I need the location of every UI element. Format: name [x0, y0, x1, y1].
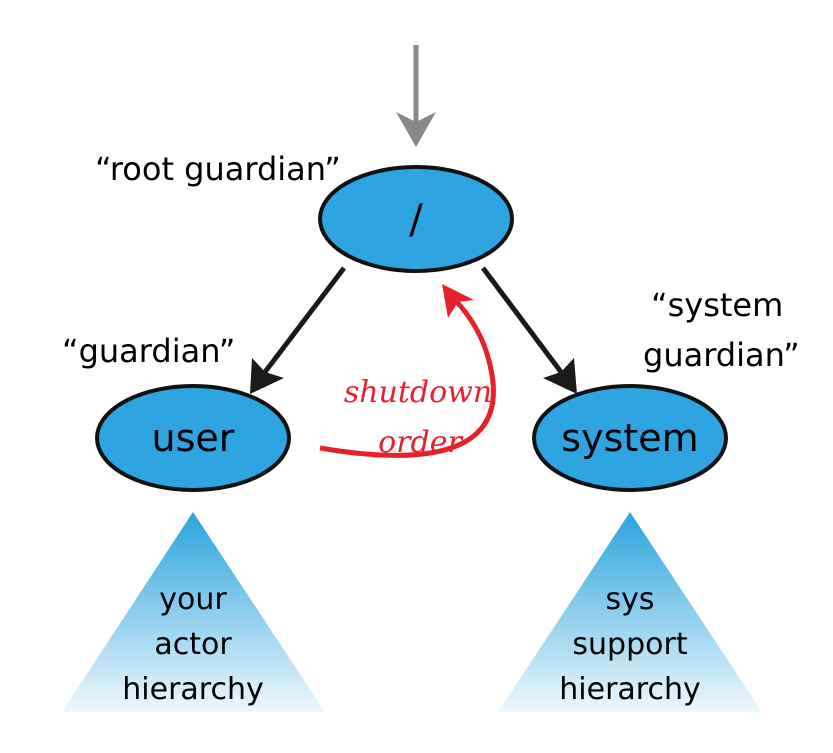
user-hierarchy-line2: actor: [154, 627, 232, 662]
system-guardian-caption-line1: “system: [651, 286, 783, 324]
system-hierarchy-line2: support: [572, 627, 687, 662]
system-node: [532, 384, 728, 492]
user-hierarchy-line1: your: [159, 582, 227, 617]
shutdown-order-label-line2: order: [378, 425, 463, 460]
user-hierarchy-line3: hierarchy: [122, 672, 263, 707]
user-node-label: user: [152, 416, 235, 460]
root-guardian-caption: “root guardian”: [95, 150, 341, 188]
system-hierarchy-line1: sys: [605, 582, 654, 617]
root-node-label: /: [409, 197, 423, 243]
incoming-arrow: [396, 45, 436, 147]
root-node: [318, 165, 514, 273]
system-guardian-caption-line2: guardian”: [643, 336, 800, 374]
system-hierarchy-line3: hierarchy: [559, 672, 700, 707]
root-to-system-arrow: [481, 266, 577, 394]
user-node: [95, 384, 291, 492]
shutdown-order-arrow: [319, 284, 496, 458]
shutdown-order-label-line1: shutdown: [344, 375, 492, 410]
user-hierarchy-triangle: [62, 512, 325, 712]
guardian-caption: “guardian”: [62, 332, 235, 370]
system-node-label: system: [561, 416, 698, 460]
system-hierarchy-triangle: [498, 512, 762, 712]
root-to-user-arrow: [250, 266, 346, 394]
